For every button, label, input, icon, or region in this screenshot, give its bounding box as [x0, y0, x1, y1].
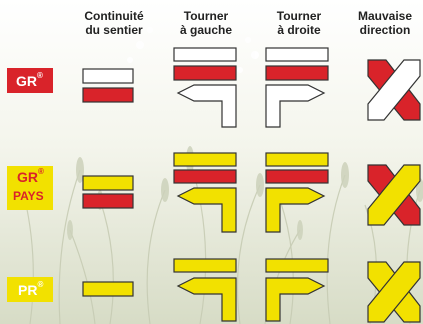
- gr-wrong-way-symbol: [368, 60, 420, 120]
- pr-wrong-way-symbol: [368, 262, 420, 322]
- gr-pays-turn-right-symbol: [266, 153, 328, 232]
- pr-turn-left-symbol: [174, 259, 236, 321]
- gr-turn-left-symbol: [174, 48, 236, 127]
- pr-turn-right-symbol: [266, 259, 328, 321]
- gr-pays-wrong-way-symbol: [368, 165, 420, 225]
- gr-pays-turn-left-symbol: [174, 153, 236, 232]
- pr-continuity-symbol: [83, 282, 133, 296]
- gr-continuity-symbol: [83, 69, 133, 102]
- gr-pays-continuity-symbol: [83, 176, 133, 208]
- gr-turn-right-symbol: [266, 48, 328, 127]
